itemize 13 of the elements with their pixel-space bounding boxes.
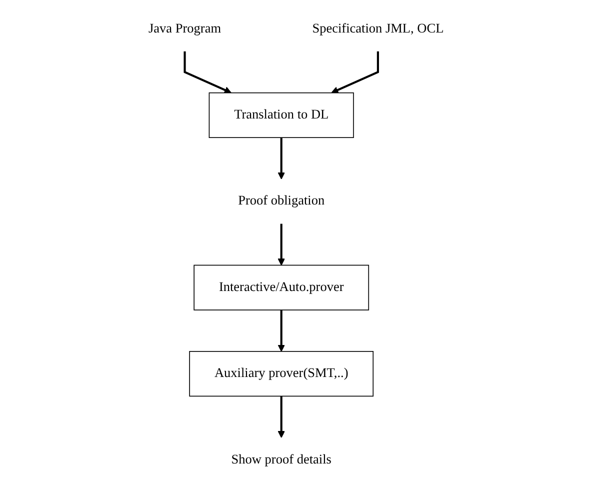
arrow xyxy=(278,138,285,180)
arrow xyxy=(184,51,232,94)
node-box: Interactive/Auto.prover xyxy=(194,264,369,310)
node-text: Proof obligation xyxy=(238,194,325,208)
node-text: Show proof details xyxy=(231,452,332,467)
arrow xyxy=(331,51,379,94)
node-box: Auxiliary prover(SMT,..) xyxy=(189,351,374,397)
arrow xyxy=(278,310,285,352)
arrow xyxy=(278,224,285,266)
arrow xyxy=(278,396,285,438)
node-text: Java Program xyxy=(148,22,221,36)
node-box: Translation to DL xyxy=(208,92,354,138)
node-text: Specification JML, OCL xyxy=(312,22,444,36)
